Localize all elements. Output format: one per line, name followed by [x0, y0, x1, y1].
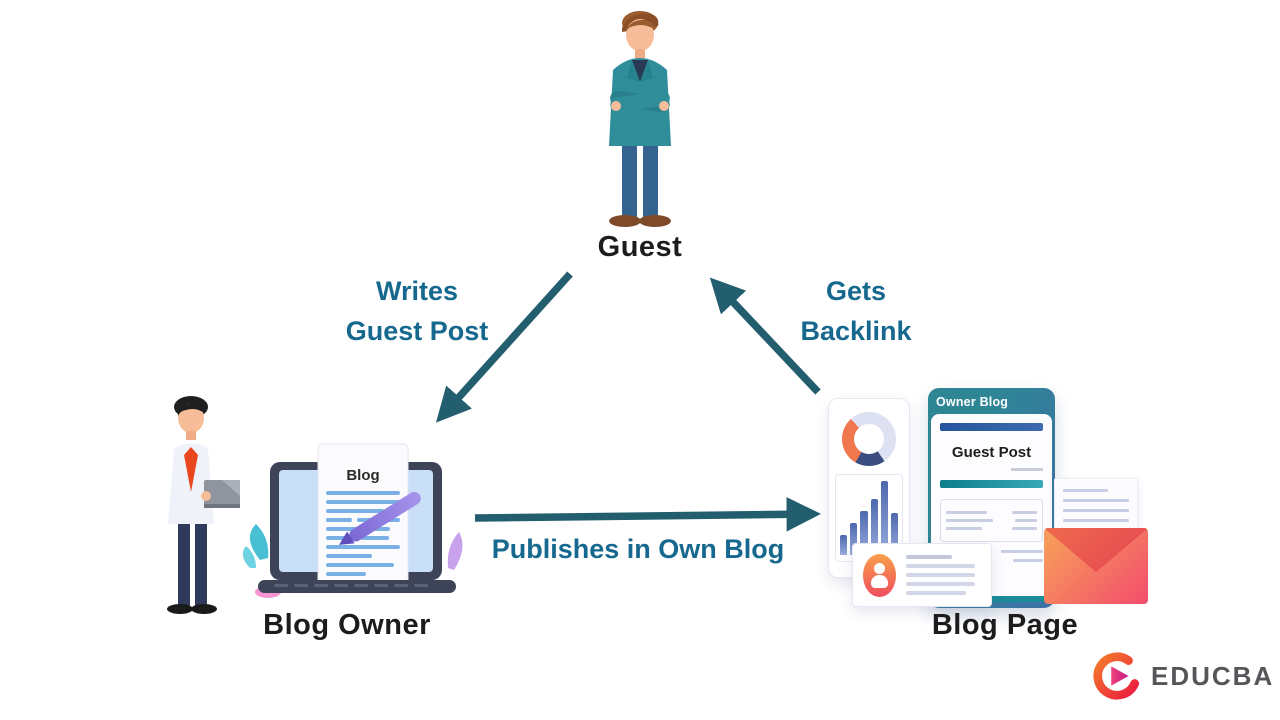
guest-post-title: Guest Post [951, 444, 1032, 461]
guest-node-label: Guest [597, 231, 683, 263]
avatar-head [874, 562, 885, 574]
author-profile-lines [906, 555, 981, 595]
bar [850, 523, 858, 555]
bar [890, 513, 899, 555]
blog-owner-node-label: Blog Owner [263, 609, 431, 641]
owner-neck [186, 431, 196, 440]
bar [839, 535, 848, 555]
guest-inner-shirt [632, 60, 648, 82]
blog-page-node-label: Blog Page [931, 609, 1079, 641]
guest-leg-right [643, 146, 658, 218]
guest-fringe [626, 19, 654, 32]
owner-shoe-left [167, 604, 193, 614]
card-byline [1011, 468, 1043, 471]
edge-label-backlink-line2: Backlink [800, 316, 912, 346]
guest-person-illustration [609, 11, 671, 227]
card-foot-lines [940, 550, 1043, 562]
leaf-right-icon [447, 532, 463, 570]
edge-label-writes-line1: Writes [375, 276, 459, 306]
edge-label-writes-guest-post: Writes Guest Post [307, 271, 527, 351]
owner-fringe [178, 402, 204, 416]
owner-face [178, 403, 204, 433]
owner-blog-card-header: Owner Blog [936, 395, 1009, 409]
author-profile-card [852, 543, 992, 607]
guest-hand-left [611, 101, 621, 111]
owner-laptop-shine [222, 480, 240, 496]
owner-blog-card: Owner Blog Guest Post [928, 388, 1055, 608]
bar-chart-icon [835, 474, 903, 562]
owner-shoe-right [191, 604, 217, 614]
arrow-gets-backlink [709, 277, 821, 395]
owner-leg-left [178, 524, 190, 606]
educba-logo-text: EDUCBA [1151, 660, 1275, 691]
guest-shoe-right [639, 215, 671, 227]
educba-logo-icon [1093, 652, 1140, 700]
guest-arm-crossed-front [610, 90, 670, 113]
bar [880, 481, 888, 555]
donut-chart-icon [842, 412, 896, 466]
newsletter-envelope-icon [1044, 478, 1148, 604]
guest-hand-right [659, 101, 669, 111]
guest-leg-left [622, 146, 637, 218]
guest-lapel-right [640, 60, 653, 82]
bar [870, 499, 878, 555]
blog-owner-person-illustration [167, 396, 240, 614]
edge-label-backlink-line1: Gets [825, 276, 887, 306]
card-list-box [940, 499, 1043, 542]
avatar-body [871, 574, 888, 588]
card-section-bar [940, 480, 1043, 488]
edge-label-writes-line2: Guest Post [345, 316, 489, 346]
bar [860, 511, 868, 555]
educba-logo: EDUCBA [1092, 650, 1274, 702]
guest-face [626, 19, 654, 51]
owner-laptop-edge [204, 504, 240, 508]
blog-laptop-illustration: Blog [242, 443, 463, 598]
edge-label-gets-backlink: Gets Backlink [746, 271, 966, 351]
card-title-bar [940, 423, 1043, 431]
arrow-publishes-in-own-blog [474, 497, 821, 532]
owner-tie-icon [184, 447, 198, 492]
envelope-flap [1044, 528, 1148, 573]
guest-neck [635, 49, 645, 59]
author-avatar-icon [863, 553, 896, 597]
blog-document-title: Blog [346, 467, 379, 484]
envelope-pocket [1044, 528, 1148, 604]
guest-shoe-left [609, 215, 641, 227]
leaf-left-small-icon [242, 546, 256, 568]
arrow-writes-guest-post [435, 271, 573, 423]
donut-hole [854, 424, 884, 454]
leaf-left-icon [249, 524, 269, 560]
guest-lapel-left [627, 60, 640, 82]
owner-hand [201, 491, 211, 501]
laptop-keyboard-marks [274, 584, 428, 587]
edge-label-publishes: Publishes in Own Blog [491, 534, 785, 564]
owner-leg-right [195, 524, 207, 606]
pen-icon [338, 491, 421, 545]
